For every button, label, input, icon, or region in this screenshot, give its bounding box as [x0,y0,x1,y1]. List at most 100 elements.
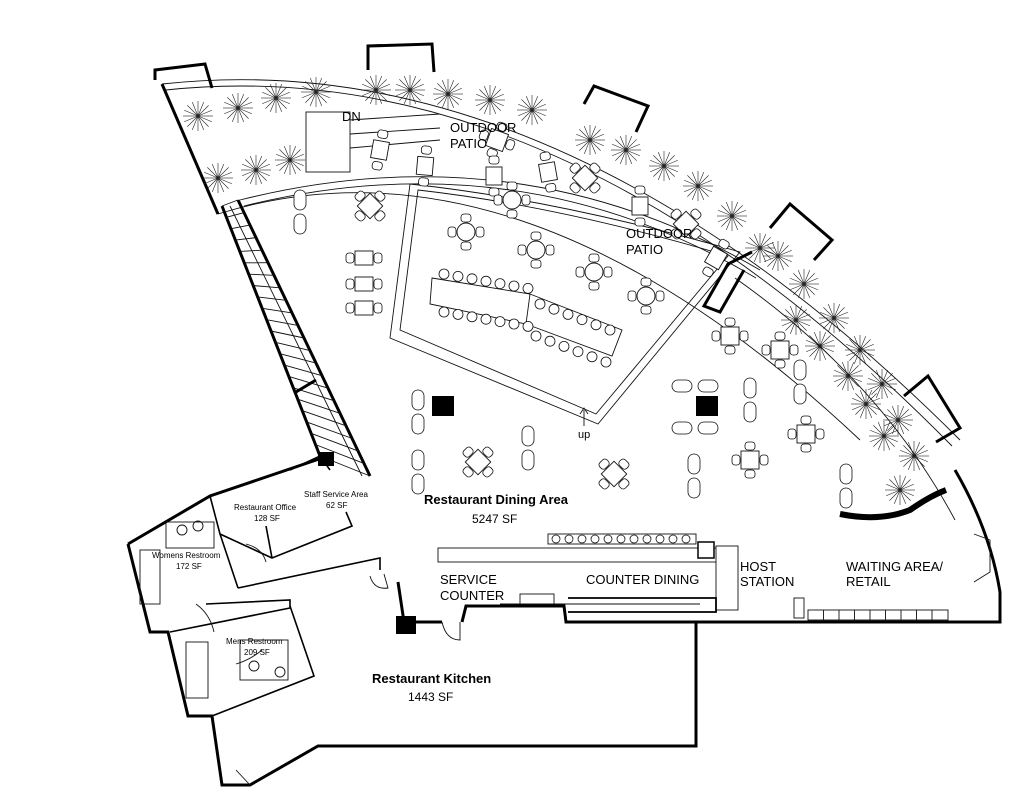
table-pill [521,425,535,471]
table-two-top [538,151,558,193]
label-host-a: HOST [740,559,776,574]
waiting-curve-wall [839,487,948,521]
label-host-b: STATION [740,574,794,589]
table-pill [411,449,425,495]
room-labels: DN OUTDOOR PATIO OUTDOOR PATIO up Restau… [152,109,943,704]
table-pill [671,379,719,393]
patio-stair [305,111,441,173]
table-round [493,181,531,219]
tree [611,135,641,165]
tree [781,305,811,335]
tree [475,85,505,115]
east-window-arc [734,277,956,521]
table-pill [687,453,701,499]
label-office-area: 128 SF [254,514,280,523]
entry-door[interactable] [973,533,991,583]
table-pill [743,377,757,423]
tree [575,125,605,155]
label-staff-area: 62 SF [326,501,347,510]
tree [183,101,213,131]
table-two-top [485,155,503,197]
table-four-top [731,441,769,479]
label-patio-1b: PATIO [450,136,487,151]
table-side-two [345,276,383,292]
table-four-top [354,190,386,222]
retail-shelf [793,597,949,621]
tree [261,83,291,113]
label-womens-title: Womens Restroom [152,551,221,560]
label-dining-area: 5247 SF [472,512,517,526]
patio-trees [183,75,929,505]
tree [275,145,305,175]
label-patio-2a: OUTDOOR [626,226,692,241]
column [432,396,454,416]
column [696,396,718,416]
table-pill [671,421,719,435]
partition-wall [295,378,317,394]
table-four-top [569,162,601,194]
label-patio-2b: PATIO [626,242,663,257]
tree [869,421,899,451]
restroom-fixtures [139,520,289,786]
patio-left-edge [160,83,220,215]
patio-outer-edge [161,79,961,447]
office-walls [209,452,354,589]
label-kitchen-area: 1443 SF [408,690,453,704]
tree [763,241,793,271]
table-round [517,231,555,269]
label-service-a: SERVICE [440,572,497,587]
tree [223,93,253,123]
tree [517,95,547,125]
label-service-b: COUNTER [440,588,504,603]
table-two-top [631,185,649,227]
side-window-strip [221,199,371,477]
label-ramp-up: up [578,429,590,441]
label-womens-area: 172 SF [176,562,202,571]
kitchen-walls [169,557,696,717]
planter-boxes [153,42,963,444]
label-counter-dining: COUNTER DINING [586,572,699,587]
label-kitchen-title: Restaurant Kitchen [372,671,491,686]
tree [883,405,913,435]
tree [885,475,915,505]
dining-tables [293,121,853,509]
table-four-top [711,317,749,355]
tree [361,75,391,105]
table-pill [793,359,807,405]
tree [433,79,463,109]
table-four-top [761,331,799,369]
table-round [627,277,665,315]
tree [745,233,775,263]
tree [845,335,875,365]
tree [203,163,233,193]
counter-dining [437,533,739,613]
table-four-top [787,415,825,453]
table-side-two [345,250,383,266]
label-mens-title: Mens Restroom [226,637,283,646]
tree [649,151,679,181]
label-staff-title: Staff Service Area [304,490,368,499]
partition-wall [701,250,753,314]
table-round [575,253,613,291]
table-two-top [370,129,390,171]
table-four-top [598,458,630,490]
tree [241,155,271,185]
table-four-top [462,446,494,478]
table-round [447,213,485,251]
table-four-top [670,208,702,240]
label-dining-title: Restaurant Dining Area [424,492,569,507]
ramp-up-arrow [579,407,589,426]
tree [833,361,863,391]
tree [301,77,331,107]
label-waiting-b: RETAIL [846,574,891,589]
table-pill [411,389,425,435]
table-side-two [345,300,383,316]
label-stair-dn: DN [342,109,361,124]
tree [899,441,929,471]
label-mens-area: 209 SF [244,648,270,657]
tree [867,369,897,399]
tree [683,171,713,201]
tree [717,201,747,231]
label-patio-1a: OUTDOOR [450,120,516,135]
